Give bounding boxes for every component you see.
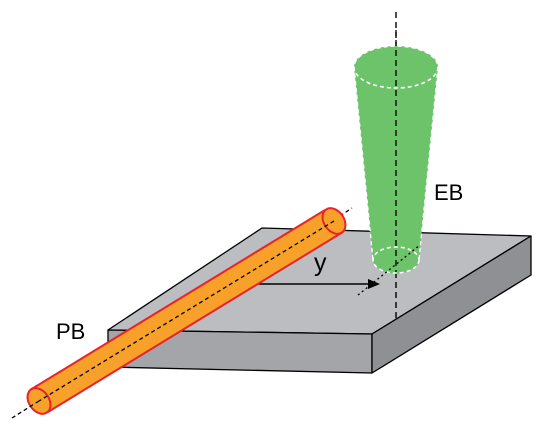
probe-beam-axis-bottom-extension bbox=[11, 400, 40, 419]
probe-beam bbox=[11, 207, 353, 419]
probe-beam-label: PB bbox=[56, 319, 85, 344]
offset-arrowhead-right bbox=[368, 279, 380, 289]
probe-beam-edge-lower bbox=[47, 231, 344, 413]
electron-beam bbox=[353, 30, 439, 274]
electron-beam-spot-ellipse bbox=[372, 246, 420, 274]
probe-beam-axis bbox=[38, 220, 335, 402]
probe-beam-edge-upper bbox=[29, 209, 326, 391]
electron-beam-left-edge bbox=[353, 66, 374, 261]
electron-beam-spot-axis bbox=[357, 244, 421, 296]
probe-beam-body bbox=[30, 210, 343, 412]
offset-label: y bbox=[314, 249, 327, 277]
electron-beam-label: EB bbox=[434, 180, 463, 205]
plate-side-face bbox=[371, 235, 532, 374]
electron-beam-right-edge bbox=[418, 66, 439, 261]
